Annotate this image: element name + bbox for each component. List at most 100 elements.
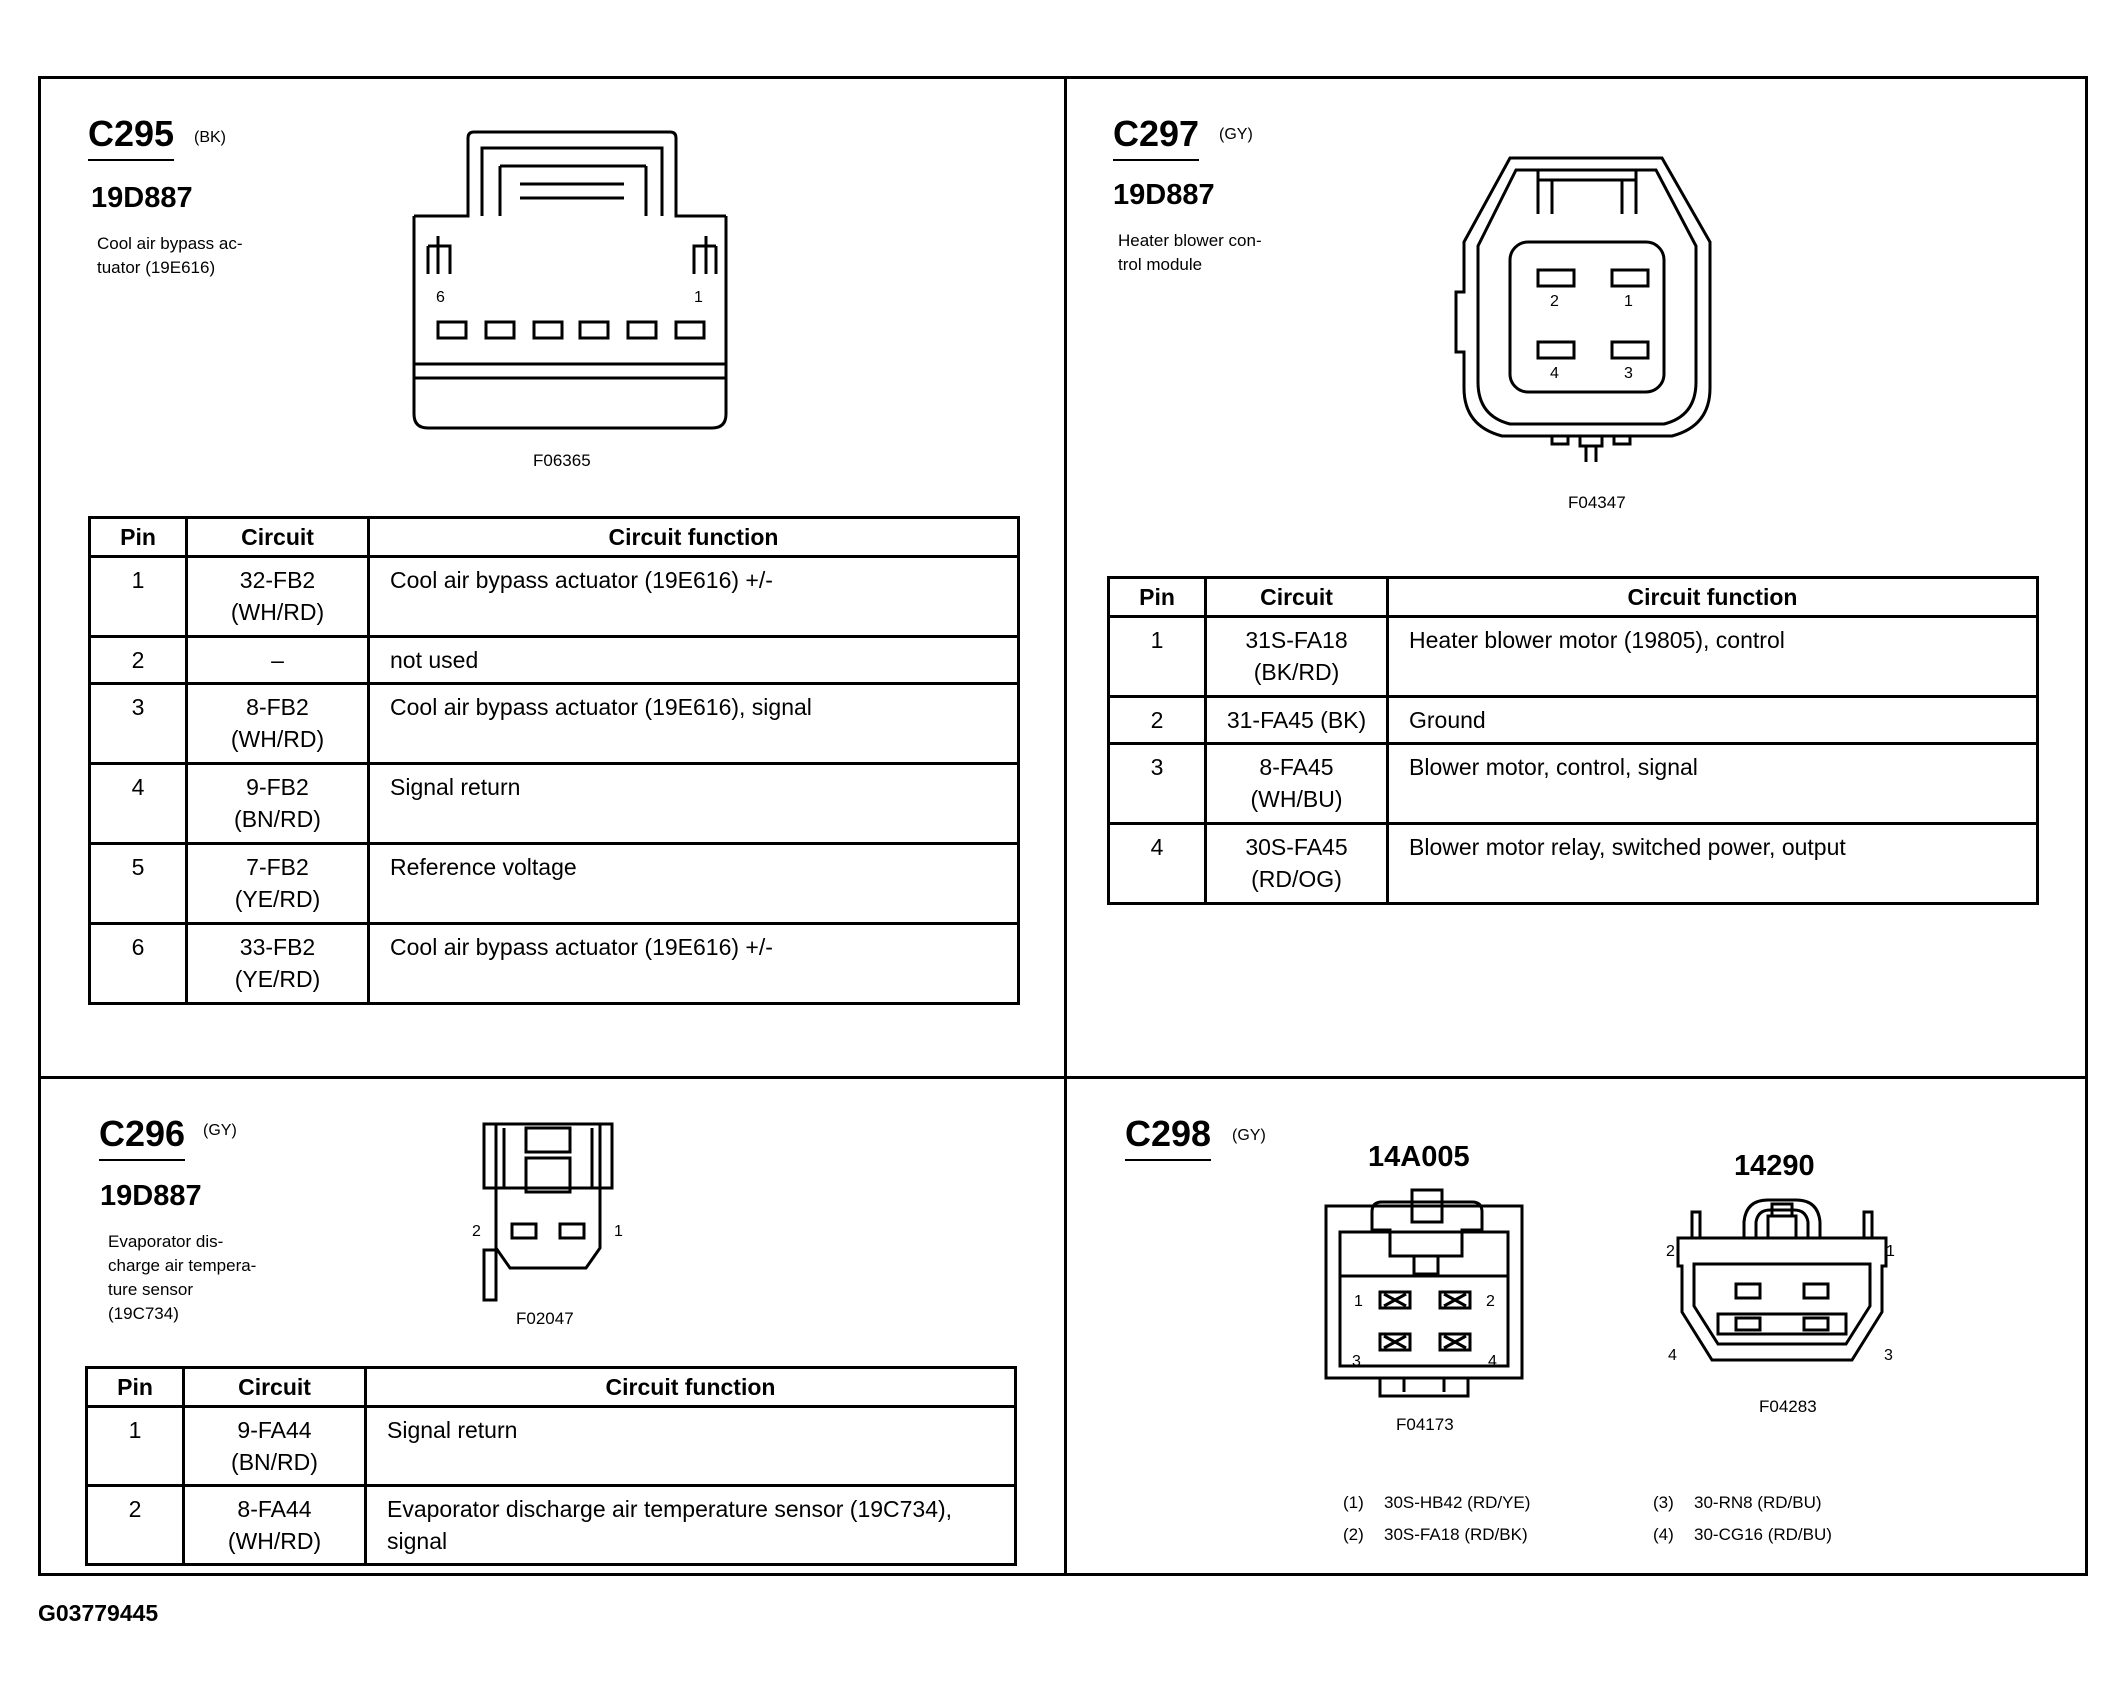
c297-pin-table: Pin Circuit Circuit function 1 31S-FA18 …	[1107, 576, 2039, 905]
header-circuit: Circuit	[1204, 576, 1389, 618]
c298-14290-pin-label-4: 4	[1668, 1347, 1677, 1364]
table-row: 2 31-FA45 (BK) Ground	[1107, 695, 2039, 745]
table-row: 4 30S-FA45 (RD/OG) Blower motor relay, s…	[1107, 822, 2039, 905]
table-row: 3 8-FA45 (WH/BU) Blower motor, control, …	[1107, 742, 2039, 825]
function-cell: Ground	[1386, 695, 2039, 745]
pin-cell: 3	[1107, 742, 1207, 825]
c298-14a005-connector-drawing: 1 2 3 4	[1324, 1188, 1524, 1398]
function-cell: Heater blower motor (19805), control	[1386, 615, 2039, 698]
c296-color-code: (GY)	[203, 1122, 237, 1139]
c298-14290-pin-label-2: 2	[1666, 1243, 1675, 1260]
header-circuit-function: Circuit function	[1386, 576, 2039, 618]
function-cell: Reference voltage	[367, 842, 1020, 925]
circuit-cell: 32-FB2 (WH/RD)	[185, 555, 370, 638]
c298-color-code: (GY)	[1232, 1127, 1266, 1144]
c297-connector-drawing: 2 1 4 3	[1454, 156, 1712, 462]
table-row: 6 33-FB2 (YE/RD) Cool air bypass actuato…	[88, 922, 1020, 1005]
c298-legend-4-number: (4)	[1653, 1525, 1674, 1544]
function-cell: Evaporator discharge air temperature sen…	[364, 1484, 1017, 1566]
c297-pin-label-3: 3	[1624, 365, 1633, 382]
panel-divider-vertical	[1064, 76, 1067, 1576]
circuit-cell: 8-FA45 (WH/BU)	[1204, 742, 1389, 825]
c296-part-number: 19D887	[100, 1180, 202, 1212]
c298-legend-4-text: 30-CG16 (RD/BU)	[1694, 1525, 1832, 1544]
c295-connector-drawing: 6 1	[412, 130, 728, 430]
table-header-row: Pin Circuit Circuit function	[88, 516, 1020, 558]
circuit-cell: –	[185, 635, 370, 685]
c298-14a005-figure-number: F04173	[1396, 1415, 1454, 1434]
function-cell: Blower motor, control, signal	[1386, 742, 2039, 825]
function-cell: Cool air bypass actuator (19E616) +/-	[367, 922, 1020, 1005]
pin-cell: 2	[85, 1484, 185, 1566]
c298-legend-2-number: (2)	[1343, 1525, 1364, 1544]
pin-cell: 4	[1107, 822, 1207, 905]
header-pin: Pin	[88, 516, 188, 558]
function-cell: Cool air bypass actuator (19E616), signa…	[367, 682, 1020, 765]
c295-pin-label-1: 1	[694, 289, 703, 306]
c297-figure-number: F04347	[1568, 493, 1626, 512]
c296-pin-table: Pin Circuit Circuit function 1 9-FA44 (B…	[85, 1366, 1017, 1566]
c298-legend-1-text: 30S-HB42 (RD/YE)	[1384, 1493, 1531, 1512]
c297-color-code: (GY)	[1219, 126, 1253, 143]
c296-connector-id: C296	[99, 1116, 186, 1161]
circuit-cell: 8-FB2 (WH/RD)	[185, 682, 370, 765]
c297-part-number: 19D887	[1113, 179, 1215, 211]
pin-cell: 6	[88, 922, 188, 1005]
c296-connector-drawing: 2 1	[472, 1122, 623, 1302]
c295-figure-number: F06365	[533, 451, 591, 470]
c298-14290-figure-number: F04283	[1759, 1397, 1817, 1416]
circuit-cell: 7-FB2 (YE/RD)	[185, 842, 370, 925]
c298-legend-3-number: (3)	[1653, 1493, 1674, 1512]
pin-cell: 1	[88, 555, 188, 638]
c297-connector-id: C297	[1113, 116, 1200, 161]
header-circuit-function: Circuit function	[364, 1366, 1017, 1408]
header-circuit-function: Circuit function	[367, 516, 1020, 558]
circuit-cell: 8-FA44 (WH/RD)	[182, 1484, 367, 1566]
c295-pin-table: Pin Circuit Circuit function 1 32-FB2 (W…	[88, 516, 1020, 1005]
c296-pin-label-2: 2	[472, 1223, 481, 1240]
c298-left-part-number: 14A005	[1368, 1141, 1470, 1173]
c295-color-code: (BK)	[194, 129, 226, 146]
c295-description: Cool air bypass ac- tuator (19E616)	[97, 234, 243, 277]
pin-cell: 4	[88, 762, 188, 845]
c298-14290-connector-drawing: 2 1 4 3	[1666, 1198, 1895, 1364]
c298-legend-1-number: (1)	[1343, 1493, 1364, 1512]
table-row: 1 31S-FA18 (BK/RD) Heater blower motor (…	[1107, 615, 2039, 698]
c298-14a005-pin-label-4: 4	[1488, 1353, 1497, 1370]
c295-pin-label-6: 6	[436, 289, 445, 306]
table-row: 2 8-FA44 (WH/RD) Evaporator discharge ai…	[85, 1484, 1017, 1566]
pin-cell: 1	[1107, 615, 1207, 698]
table-header-row: Pin Circuit Circuit function	[1107, 576, 2039, 618]
function-cell: Signal return	[364, 1405, 1017, 1487]
table-row: 3 8-FB2 (WH/RD) Cool air bypass actuator…	[88, 682, 1020, 765]
c298-14a005-pin-label-2: 2	[1486, 1293, 1495, 1310]
c295-connector-id: C295	[88, 116, 175, 161]
circuit-cell: 9-FA44 (BN/RD)	[182, 1405, 367, 1487]
table-row: 5 7-FB2 (YE/RD) Reference voltage	[88, 842, 1020, 925]
pin-cell: 2	[1107, 695, 1207, 745]
c296-figure-number: F02047	[516, 1309, 574, 1328]
function-cell: Blower motor relay, switched power, outp…	[1386, 822, 2039, 905]
circuit-cell: 9-FB2 (BN/RD)	[185, 762, 370, 845]
table-row: 2 – not used	[88, 635, 1020, 685]
figure-code: G03779445	[38, 1600, 159, 1626]
circuit-cell: 31S-FA18 (BK/RD)	[1204, 615, 1389, 698]
circuit-cell: 31-FA45 (BK)	[1204, 695, 1389, 745]
panel-divider-horizontal	[38, 1076, 2088, 1079]
table-row: 1 9-FA44 (BN/RD) Signal return	[85, 1405, 1017, 1487]
circuit-cell: 30S-FA45 (RD/OG)	[1204, 822, 1389, 905]
c297-pin-label-2: 2	[1550, 293, 1559, 310]
table-row: 4 9-FB2 (BN/RD) Signal return	[88, 762, 1020, 845]
pin-cell: 5	[88, 842, 188, 925]
c298-14a005-pin-label-3: 3	[1352, 1353, 1361, 1370]
c296-description: Evaporator dis- charge air tempera- ture…	[108, 1232, 257, 1323]
c297-pin-label-4: 4	[1550, 365, 1559, 382]
header-circuit: Circuit	[185, 516, 370, 558]
c298-right-part-number: 14290	[1734, 1150, 1815, 1182]
c298-connector-id: C298	[1125, 1116, 1212, 1161]
c297-pin-label-1: 1	[1624, 293, 1633, 310]
function-cell: not used	[367, 635, 1020, 685]
pin-cell: 1	[85, 1405, 185, 1487]
header-circuit: Circuit	[182, 1366, 367, 1408]
table-header-row: Pin Circuit Circuit function	[85, 1366, 1017, 1408]
